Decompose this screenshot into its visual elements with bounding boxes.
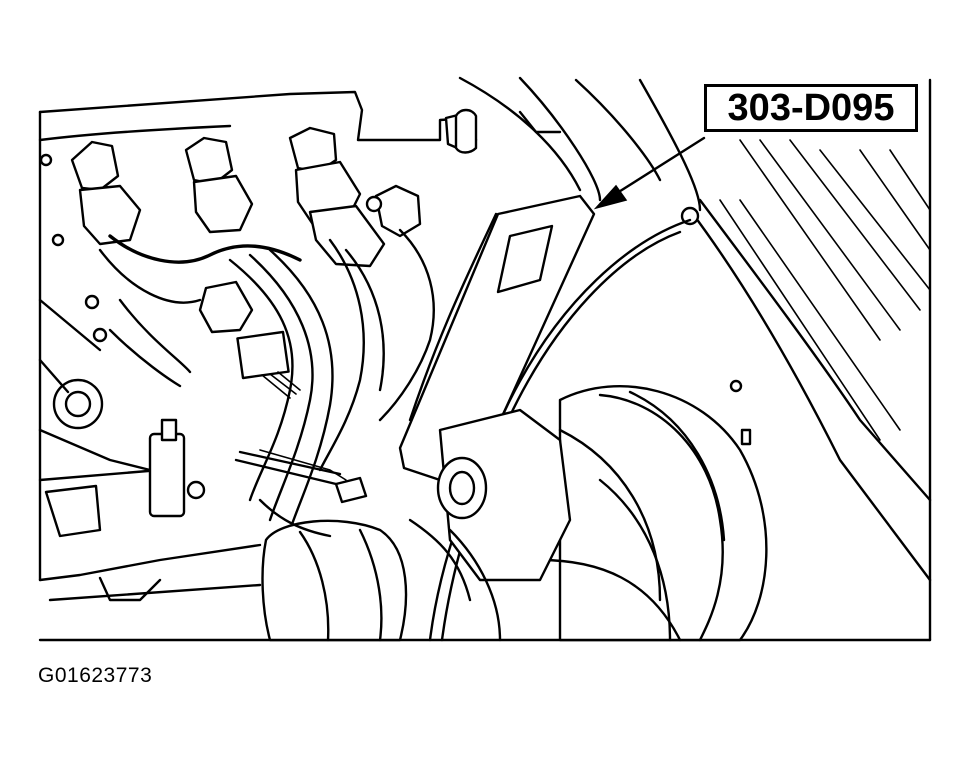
- wiring-harness: [98, 228, 435, 532]
- frame-rails: [458, 76, 932, 582]
- callout-leader: [593, 136, 706, 210]
- frame-lines: [38, 78, 932, 642]
- round-housing: [436, 385, 768, 642]
- engine-block: [38, 90, 472, 602]
- figure-id-label: G01623773: [38, 664, 153, 687]
- tool-number-label: 303-D095: [727, 87, 895, 129]
- injector-connectors: [70, 110, 478, 268]
- reservoir: [258, 476, 502, 642]
- left-connectors: [38, 298, 206, 538]
- stud-top: [454, 108, 562, 154]
- tool-callout-box: 303-D095: [704, 84, 918, 132]
